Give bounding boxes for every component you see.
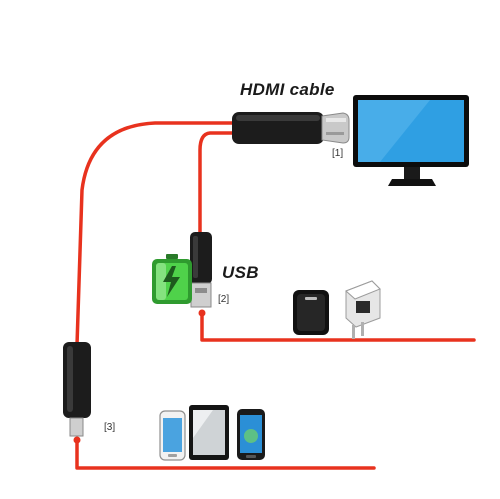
wall-adapter-icon: [345, 280, 381, 339]
usb-branch-cable: [198, 131, 238, 237]
hdmi-connector-metal: [321, 112, 350, 144]
hdmi-cable-label: HDMI cable: [240, 80, 335, 99]
hdmi-plug: [232, 112, 350, 144]
micro-usb-connector: [69, 417, 84, 437]
micro-output-dot: [73, 436, 81, 444]
smartphone-white-icon: [159, 410, 186, 461]
usb-plug: [190, 232, 212, 308]
micro-output-line: [75, 438, 376, 470]
usb-connector-metal: [190, 282, 212, 308]
usb-output-line: [200, 310, 476, 342]
cable-lines: [75, 121, 476, 470]
usb-label: USB: [222, 263, 259, 282]
marker-1: [1]: [332, 148, 344, 159]
smartphone-black-icon: [237, 409, 265, 460]
marker-3: [3]: [104, 422, 116, 433]
main-cable: [75, 121, 238, 347]
battery-icon: [152, 254, 192, 304]
usb-output-dot: [198, 309, 206, 317]
marker-2: [2]: [218, 294, 230, 305]
tablet-icon: [189, 405, 229, 460]
micro-usb-plug: [63, 342, 91, 437]
power-bank-icon: [293, 290, 329, 335]
monitor-icon: [353, 95, 469, 186]
